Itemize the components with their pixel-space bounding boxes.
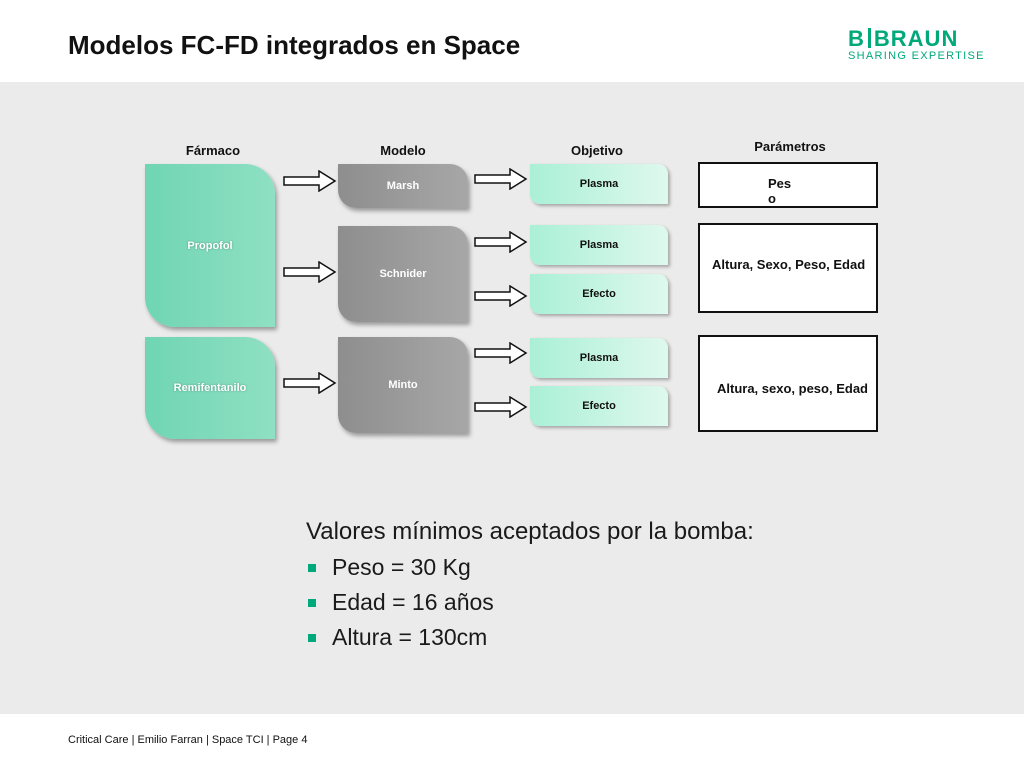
bullet-square-icon <box>308 563 316 572</box>
header-objetivo: Objetivo <box>570 143 623 158</box>
bbraun-logo: B BRAUN SHARING EXPERTISE <box>848 26 993 66</box>
list-item: Peso = 30 Kg <box>306 554 754 581</box>
minimum-values-list: Peso = 30 Kg Edad = 16 años Altura = 130… <box>306 554 754 651</box>
logo-brand: B BRAUN <box>848 26 958 52</box>
model-marsh: Marsh <box>338 164 468 208</box>
param-box-minto: Altura, sexo, peso, Edad <box>698 335 878 432</box>
arrow-propofol-marsh <box>283 170 337 192</box>
minimum-values-section: Valores mínimos aceptados por la bomba: … <box>306 518 754 659</box>
arrow-schnider-efecto <box>474 285 528 307</box>
minimum-peso: Peso = 30 Kg <box>332 554 471 580</box>
target-schnider-plasma: Plasma <box>530 225 668 265</box>
model-schnider: Schnider <box>338 226 468 322</box>
target-minto-plasma: Plasma <box>530 338 668 378</box>
minimum-altura: Altura = 130cm <box>332 624 488 650</box>
page-footer: Critical Care | Emilio Farran | Space TC… <box>68 734 308 746</box>
arrow-minto-plasma <box>474 342 528 364</box>
param-text-schnider: Altura, Sexo, Peso, Edad <box>712 257 866 272</box>
arrow-remifentanilo-minto <box>283 372 337 394</box>
model-minto: Minto <box>338 337 468 433</box>
target-schnider-efecto: Efecto <box>530 274 668 314</box>
list-item: Altura = 130cm <box>306 624 754 651</box>
logo-brand-right: BRAUN <box>873 26 959 51</box>
drug-remifentanilo: Remifentanilo <box>145 337 275 439</box>
bullet-square-icon <box>308 633 316 642</box>
arrow-minto-efecto <box>474 396 528 418</box>
minimum-edad: Edad = 16 años <box>332 589 494 615</box>
logo-tagline: SHARING EXPERTISE <box>848 50 985 62</box>
arrow-marsh-plasma <box>474 168 528 190</box>
header-farmaco: Fármaco <box>185 143 241 158</box>
param-text-minto: Altura, sexo, peso, Edad <box>717 381 868 396</box>
logo-brand-left: B <box>848 26 865 51</box>
target-minto-efecto: Efecto <box>530 386 668 426</box>
list-item: Edad = 16 años <box>306 589 754 616</box>
page-title: Modelos FC-FD integrados en Space <box>68 30 521 60</box>
param-text-marsh: Pes o <box>768 176 792 206</box>
logo-divider <box>867 28 871 48</box>
arrow-schnider-plasma <box>474 231 528 253</box>
header-modelo: Modelo <box>380 143 426 158</box>
minimum-values-heading: Valores mínimos aceptados por la bomba: <box>306 518 754 545</box>
param-box-schnider: Altura, Sexo, Peso, Edad <box>698 223 878 313</box>
target-marsh-plasma: Plasma <box>530 164 668 204</box>
arrow-propofol-schnider <box>283 261 337 283</box>
param-box-marsh: Pes o <box>698 162 878 208</box>
header-parametros: Parámetros <box>754 139 826 154</box>
bullet-square-icon <box>308 598 316 607</box>
drug-propofol: Propofol <box>145 164 275 327</box>
